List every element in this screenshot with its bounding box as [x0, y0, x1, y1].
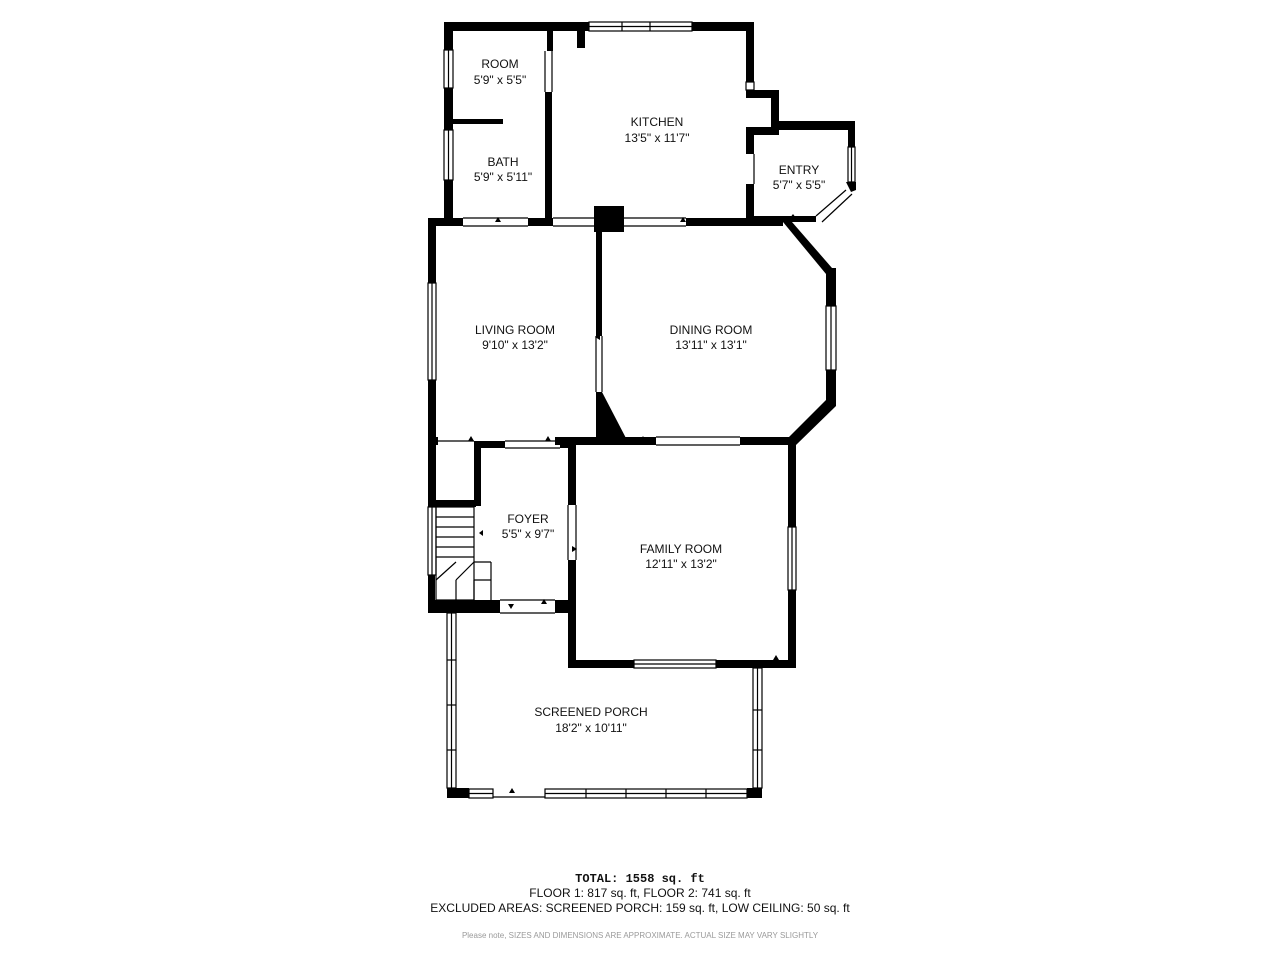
total-area: TOTAL: 1558 sq. ft [0, 872, 1280, 887]
room-name-entry: ENTRY [779, 163, 819, 177]
room-name-room: ROOM [481, 57, 518, 71]
room-dims-room: 5'9" x 5'5" [474, 73, 526, 87]
excluded-areas: EXCLUDED AREAS: SCREENED PORCH: 159 sq. … [430, 901, 850, 915]
room-name-living-room: LIVING ROOM [475, 323, 555, 337]
room-dims-family-room: 12'11" x 13'2" [645, 557, 717, 571]
room-name-foyer: FOYER [507, 512, 549, 526]
room-dims-foyer: 5'5" x 9'7" [502, 527, 554, 541]
windows [427, 21, 856, 799]
walls [428, 22, 856, 798]
room-dims-dining-room: 13'11" x 13'1" [675, 338, 747, 352]
room-dims-bath: 5'9" x 5'11" [474, 170, 532, 184]
room-name-family-room: FAMILY ROOM [640, 542, 722, 556]
room-name-dining-room: DINING ROOM [670, 323, 753, 337]
room-name-bath: BATH [487, 155, 518, 169]
room-labels: ROOM 5'9" x 5'5" BATH 5'9" x 5'11" KITCH… [474, 57, 825, 735]
total-label: TOTAL: [575, 872, 619, 886]
room-dims-living-room: 9'10" x 13'2" [482, 338, 548, 352]
room-name-kitchen: KITCHEN [631, 115, 684, 129]
room-dims-kitchen: 13'5" x 11'7" [625, 131, 690, 145]
disclaimer: Please note, SIZES AND DIMENSIONS ARE AP… [461, 931, 819, 940]
room-dims-screened-porch: 18'2" x 10'11" [555, 721, 627, 735]
room-dims-entry: 5'7" x 5'5" [773, 178, 825, 192]
total-value: 1558 sq. ft [625, 872, 705, 886]
floor-areas: FLOOR 1: 817 sq. ft, FLOOR 2: 741 sq. ft [529, 886, 751, 900]
room-name-screened-porch: SCREENED PORCH [534, 705, 647, 719]
door-markers [468, 214, 796, 793]
